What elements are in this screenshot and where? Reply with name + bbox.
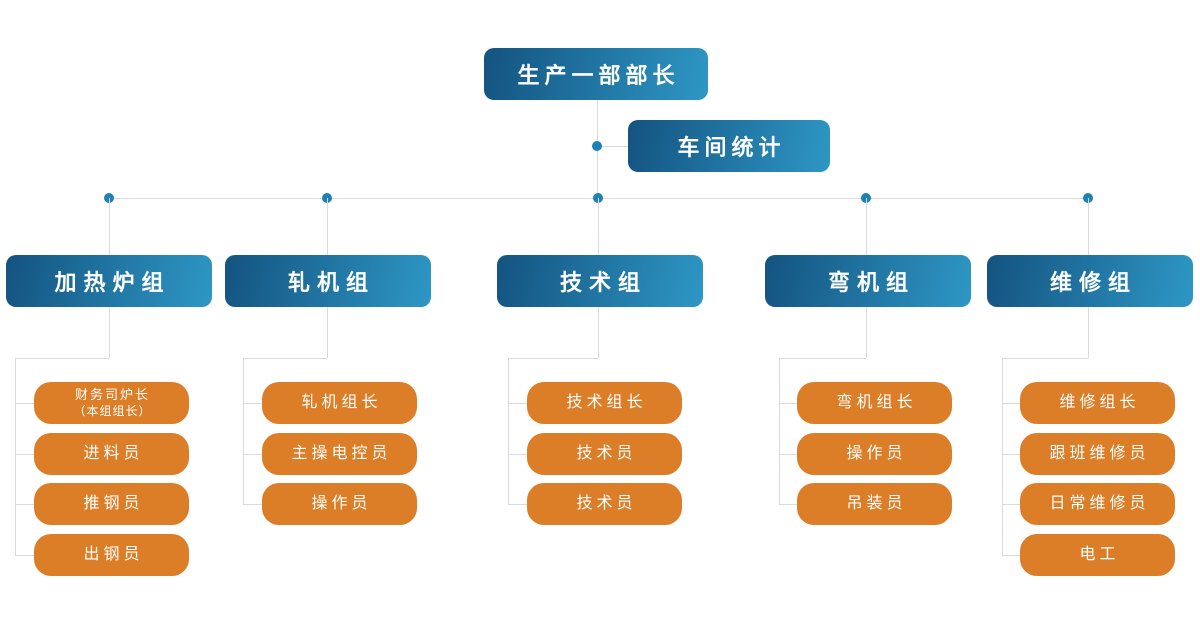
org-node-member-label: 电工 [1079, 546, 1120, 563]
connector-member-stub [1002, 504, 1020, 505]
org-node-member-label: 出钢员 [83, 546, 144, 563]
connector-member-stub [779, 454, 797, 455]
org-node-member-label: 操作员 [846, 445, 907, 462]
org-node-staff-label: 车间统计 [677, 135, 786, 160]
connector-member-stub [1002, 555, 1020, 556]
connector-group-drop [1088, 198, 1089, 255]
connector-member-stub [508, 403, 527, 404]
org-node-member-label: 技术员 [576, 495, 637, 512]
org-node-member-label: 弯机组长 [836, 394, 917, 411]
org-node-member: 维修组长 [1020, 382, 1175, 424]
connector-staff-stub [597, 146, 628, 147]
org-node-member: 推钢员 [34, 483, 189, 525]
org-node-member-label: 轧机组长 [301, 394, 382, 411]
org-node-group: 加热炉组 [6, 255, 212, 307]
connector-dot [592, 141, 602, 151]
connector-member-stub [243, 403, 262, 404]
org-node-member: 操作员 [262, 483, 417, 525]
connector-member-stub [15, 504, 34, 505]
org-node-member: 技术员 [527, 433, 682, 475]
org-node-member-label: 吊装员 [846, 495, 907, 512]
org-node-member: 电工 [1020, 534, 1175, 576]
org-node-member-label: 技术组长 [566, 394, 647, 411]
org-node-group: 弯机组 [765, 255, 971, 307]
org-node-member-label: 跟班维修员 [1049, 445, 1150, 462]
org-node-root-label: 生产一部部长 [517, 63, 680, 88]
connector-member-stub [508, 504, 527, 505]
org-node-root: 生产一部部长 [484, 48, 708, 100]
connector-group-drop [866, 198, 867, 255]
org-node-member: 财务司炉长（本组组长） [34, 382, 189, 424]
connector-member-stub [1002, 403, 1020, 404]
org-node-member: 跟班维修员 [1020, 433, 1175, 475]
org-node-member-label: 维修组长 [1059, 394, 1140, 411]
connector-elbow [1002, 358, 1088, 359]
connector-rail [779, 358, 780, 504]
connector-group-tail [598, 307, 599, 358]
connector-rail [508, 358, 509, 504]
connector-group-tail [327, 307, 328, 358]
org-node-member: 吊装员 [797, 483, 952, 525]
connector-member-stub [779, 504, 797, 505]
connector-elbow [243, 358, 327, 359]
org-node-member: 技术组长 [527, 382, 682, 424]
org-node-group-label: 加热炉组 [54, 270, 171, 295]
org-node-member: 出钢员 [34, 534, 189, 576]
org-node-member: 弯机组长 [797, 382, 952, 424]
connector-group-drop [109, 198, 110, 255]
connector-elbow [508, 358, 598, 359]
connector-rail [1002, 358, 1003, 555]
org-node-member-label: 财务司炉长 [74, 387, 150, 403]
org-node-group: 轧机组 [225, 255, 431, 307]
org-node-group-label: 轧机组 [287, 270, 375, 295]
connector-group-tail [866, 307, 867, 358]
connector-rail [15, 358, 16, 555]
org-node-member-label: 进料员 [83, 445, 144, 462]
org-node-member: 进料员 [34, 433, 189, 475]
org-node-member-label: 日常维修员 [1049, 495, 1150, 512]
org-node-member-label: 主操电控员 [291, 445, 392, 462]
org-node-member: 操作员 [797, 433, 952, 475]
org-node-member-label: 技术员 [576, 445, 637, 462]
org-node-group-label: 维修组 [1049, 270, 1137, 295]
connector-member-stub [779, 403, 797, 404]
connector-member-stub [243, 454, 262, 455]
connector-group-drop [598, 198, 599, 255]
org-node-group-label: 弯机组 [827, 270, 915, 295]
org-node-member-label: 操作员 [311, 495, 372, 512]
connector-rail [243, 358, 244, 504]
connector-member-stub [508, 454, 527, 455]
connector-group-tail [109, 307, 110, 358]
connector-member-stub [15, 555, 34, 556]
org-node-group: 技术组 [497, 255, 703, 307]
connector-elbow [779, 358, 866, 359]
org-node-group-label: 技术组 [559, 270, 647, 295]
org-node-group: 维修组 [987, 255, 1193, 307]
connector-member-stub [15, 454, 34, 455]
org-node-member-label: 推钢员 [83, 495, 144, 512]
org-node-member: 日常维修员 [1020, 483, 1175, 525]
org-node-member: 轧机组长 [262, 382, 417, 424]
connector-group-drop [327, 198, 328, 255]
connector-member-stub [15, 403, 34, 404]
org-node-member-sublabel: （本组组长） [73, 403, 152, 418]
connector-member-stub [243, 504, 262, 505]
org-node-member: 主操电控员 [262, 433, 417, 475]
connector-group-tail [1088, 307, 1089, 358]
connector-member-stub [1002, 454, 1020, 455]
connector-elbow [15, 358, 109, 359]
org-node-staff: 车间统计 [628, 120, 830, 172]
org-node-member: 技术员 [527, 483, 682, 525]
